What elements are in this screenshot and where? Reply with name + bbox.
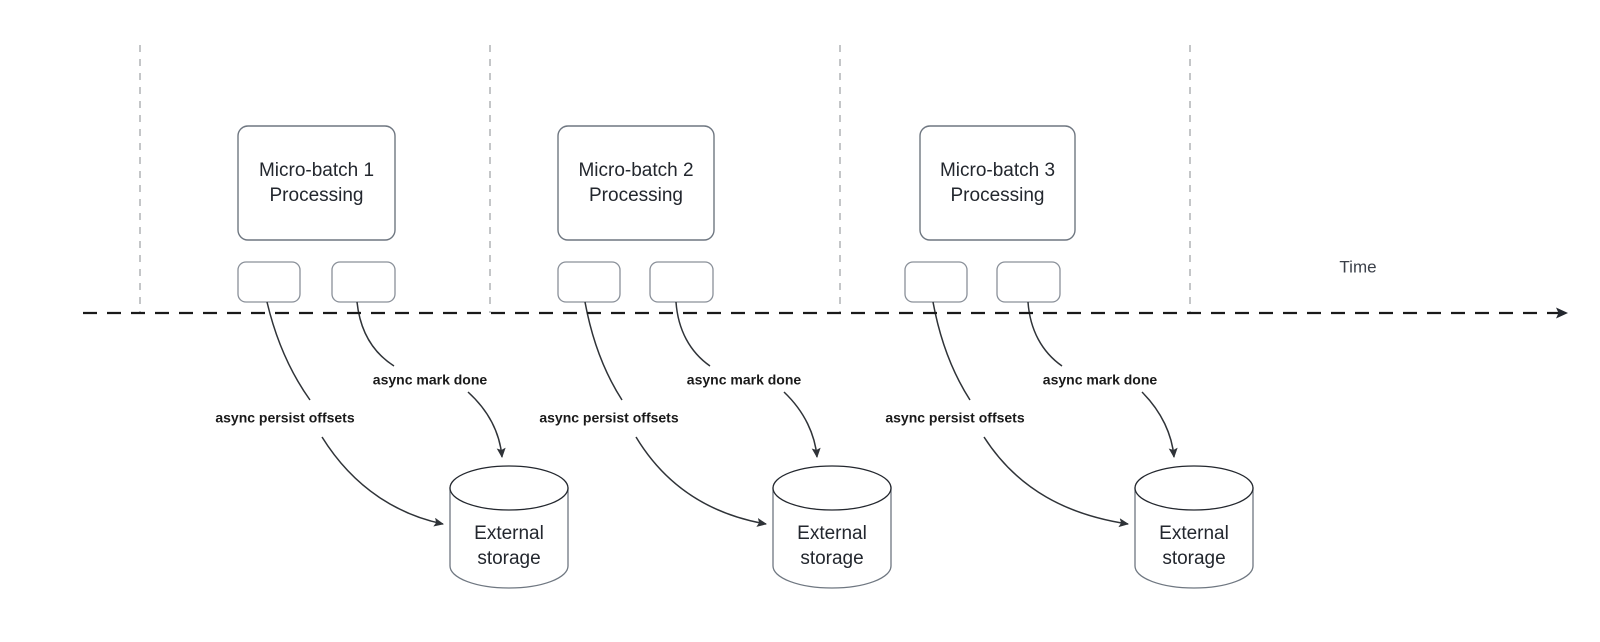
async-persist-offsets-2-label: async persist offsets	[539, 410, 678, 426]
external-storage-3-label-line2: storage	[1162, 548, 1225, 569]
mark-done-task-3-box[interactable]	[996, 261, 1061, 303]
async-persist-offsets-2-path-lower	[635, 436, 767, 527]
async-mark-done-1-path-lower	[467, 391, 506, 458]
timeline-tick-group	[139, 45, 1191, 313]
async-persist-offsets-2-path-upper	[584, 301, 623, 401]
micro-batch-3-label-line2: Processing	[951, 185, 1045, 206]
micro-batch-2-label-line1: Micro-batch 2	[578, 160, 693, 181]
async-persist-offsets-3-label: async persist offsets	[885, 410, 1024, 426]
micro-batch-1-label-line1: Micro-batch 1	[259, 160, 374, 181]
mark-done-task-2-box[interactable]	[649, 261, 714, 303]
async-persist-offsets-1-path-lower	[321, 436, 444, 527]
async-persist-offsets-1-path-upper	[266, 301, 311, 401]
async-persist-offsets-3-path-upper	[932, 301, 971, 401]
external-storage-1-top	[449, 465, 569, 511]
external-storage-2-label-line2: storage	[800, 548, 863, 569]
external-storage-1-body[interactable]	[449, 487, 569, 589]
async-mark-done-1-path-upper	[356, 301, 395, 367]
async-mark-done-3-label: async mark done	[1043, 372, 1158, 388]
mark-done-task-1-box[interactable]	[331, 261, 396, 303]
micro-batch-1-label-line2: Processing	[270, 185, 364, 206]
persist-offsets-task-2-box[interactable]	[557, 261, 621, 303]
async-persist-offsets-1-label: async persist offsets	[215, 410, 354, 426]
micro-batch-1-box[interactable]	[237, 125, 396, 241]
external-storage-3-top	[1134, 465, 1254, 511]
external-storage-2-label-line1: External	[797, 523, 867, 544]
external-storage-2-top	[772, 465, 892, 511]
micro-batch-3-box[interactable]	[919, 125, 1076, 241]
micro-batch-3-label-line1: Micro-batch 3	[940, 160, 1055, 181]
time-axis: Time	[83, 257, 1568, 319]
async-persist-offsets-3-path-lower	[983, 436, 1129, 528]
time-axis-label: Time	[1339, 257, 1376, 276]
persist-offsets-task-3-box[interactable]	[904, 261, 968, 303]
micro-batch-2-label-line2: Processing	[589, 185, 683, 206]
async-mark-done-3-path-upper	[1027, 301, 1063, 367]
external-storage-3-label-line1: External	[1159, 523, 1229, 544]
external-storage-1-label-line1: External	[474, 523, 544, 544]
persist-offsets-task-1-box[interactable]	[237, 261, 301, 303]
async-mark-done-2-path-lower	[783, 391, 821, 458]
external-storage-2-body[interactable]	[772, 487, 892, 589]
external-storage-3-body[interactable]	[1134, 487, 1254, 589]
async-mark-done-1-label: async mark done	[373, 372, 488, 388]
async-mark-done-3-path-lower	[1141, 391, 1178, 458]
async-mark-done-2-label: async mark done	[687, 372, 802, 388]
async-mark-done-2-path-upper	[675, 301, 711, 367]
external-storage-1-label-line2: storage	[477, 548, 540, 569]
micro-batch-2-box[interactable]	[557, 125, 715, 241]
